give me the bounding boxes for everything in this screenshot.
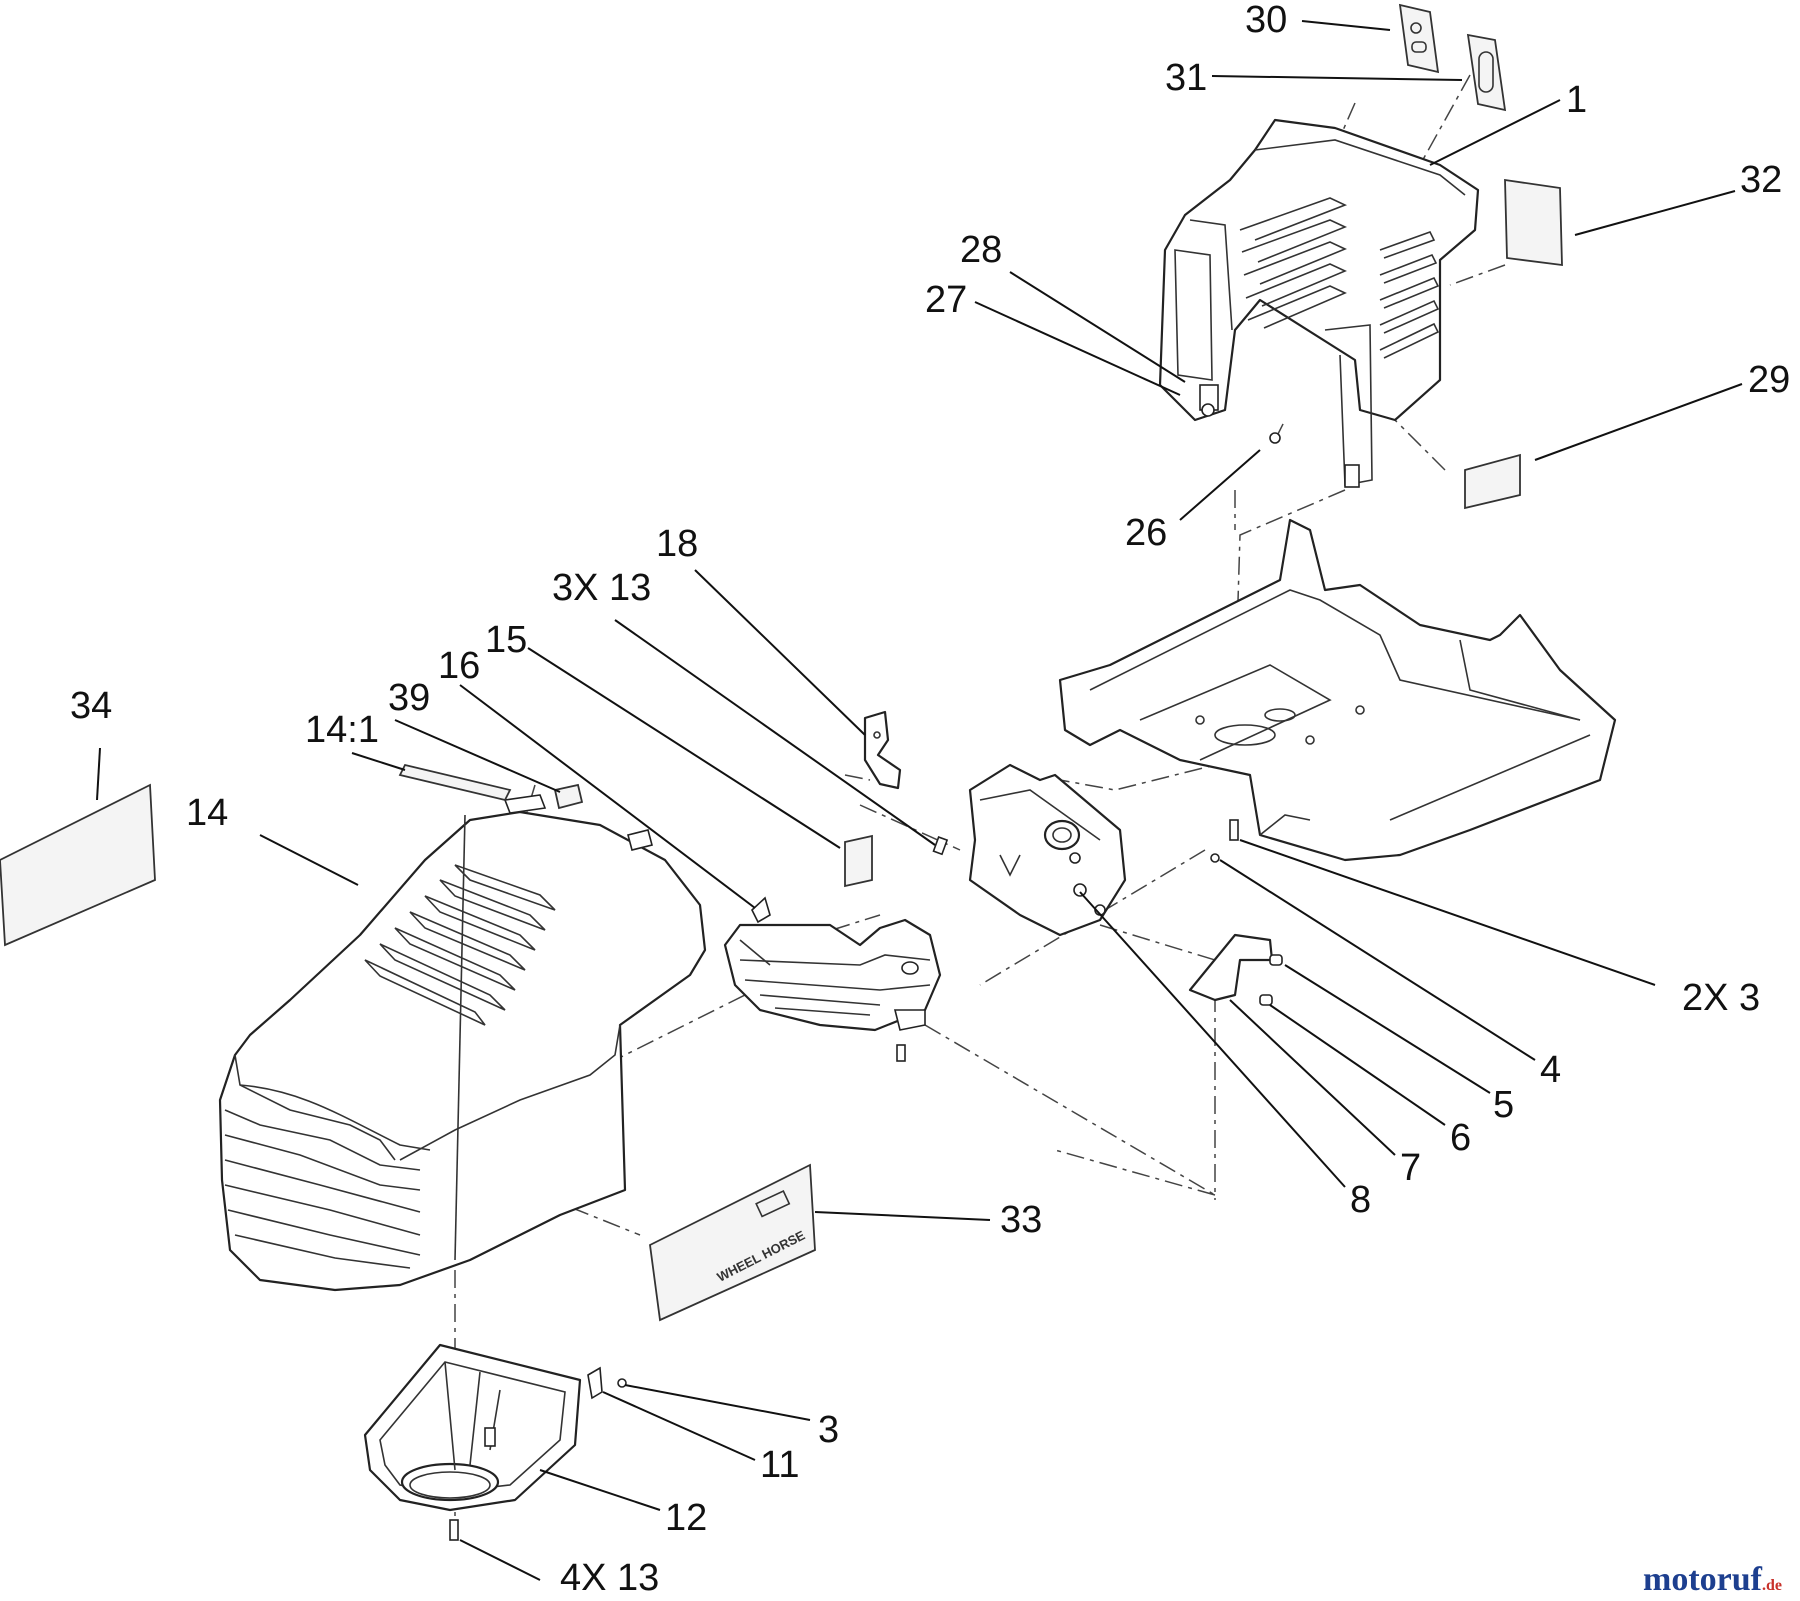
svg-text:motoruf.de: motoruf.de <box>1643 1561 1782 1598</box>
callout-4: 4 <box>1540 1049 1561 1091</box>
decal-29 <box>1464 453 1521 510</box>
callout-8: 8 <box>1350 1179 1371 1221</box>
callout-29: 29 <box>1748 359 1790 401</box>
rear-fender-pod <box>1158 118 1480 488</box>
bracket-4-7 <box>1188 853 1283 1006</box>
callout-31: 31 <box>1165 57 1207 99</box>
callout-14-1: 14:1 <box>305 709 379 751</box>
callout-39: 39 <box>388 677 430 719</box>
callout-labels: 30 31 1 32 28 27 29 26 18 3X 13 15 16 39… <box>70 0 1790 1599</box>
funnel-grille-12 <box>363 1343 582 1512</box>
callout-26: 26 <box>1125 512 1167 554</box>
callout-34: 34 <box>70 685 112 727</box>
decal-31 <box>1466 33 1507 112</box>
callout-5: 5 <box>1493 1084 1514 1126</box>
hood-14 <box>218 794 707 1292</box>
callout-32: 32 <box>1740 159 1782 201</box>
hood-front-grille <box>224 1109 421 1269</box>
callout-16: 16 <box>438 645 480 687</box>
decal-33: WHEEL HORSE <box>649 1163 816 1322</box>
screw-3 <box>617 1378 627 1388</box>
decal-30 <box>1398 3 1440 74</box>
callout-11: 11 <box>760 1444 799 1486</box>
callout-2x3: 2X 3 <box>1682 977 1760 1019</box>
callout-1: 1 <box>1566 79 1587 121</box>
bolt-2x3 <box>1229 819 1239 841</box>
callout-28: 28 <box>960 229 1002 271</box>
clip-11 <box>587 1366 603 1400</box>
callout-6: 6 <box>1450 1117 1471 1159</box>
watermark-brand: motoruf <box>1643 1561 1763 1598</box>
center-support-bracket <box>968 763 1127 937</box>
callout-33: 33 <box>1000 1199 1042 1241</box>
callout-14: 14 <box>186 792 228 834</box>
callout-4x13: 4X 13 <box>560 1557 659 1599</box>
callout-7: 7 <box>1400 1147 1421 1189</box>
callout-18: 18 <box>656 523 698 565</box>
decal-34 <box>0 783 156 947</box>
decal-15 <box>844 834 873 888</box>
watermark-suffix: .de <box>1762 1577 1782 1594</box>
clip-16 <box>751 896 771 924</box>
callout-15: 15 <box>485 619 527 661</box>
motoruf-watermark: motoruf.de <box>1643 1561 1782 1598</box>
grille-housing-15 <box>723 918 942 1062</box>
bolt-4x13 <box>449 1519 459 1541</box>
callout-27: 27 <box>925 279 967 321</box>
nut-26 <box>1269 432 1281 444</box>
bracket-18 <box>863 710 902 790</box>
callout-3: 3 <box>818 1409 839 1451</box>
leader-lines <box>96 20 1743 1581</box>
callout-12: 12 <box>665 1497 707 1539</box>
decal-32 <box>1504 178 1563 267</box>
callout-3x13-upper: 3X 13 <box>552 567 651 609</box>
hood-vent-slats <box>364 864 556 1026</box>
pod-vent-slats <box>1239 197 1440 359</box>
callout-30: 30 <box>1245 0 1287 41</box>
decal-14-1 <box>398 763 512 802</box>
decal-39 <box>553 783 584 810</box>
screw-3x13-upper <box>932 836 949 856</box>
footrest-floor-pan <box>1058 518 1617 862</box>
